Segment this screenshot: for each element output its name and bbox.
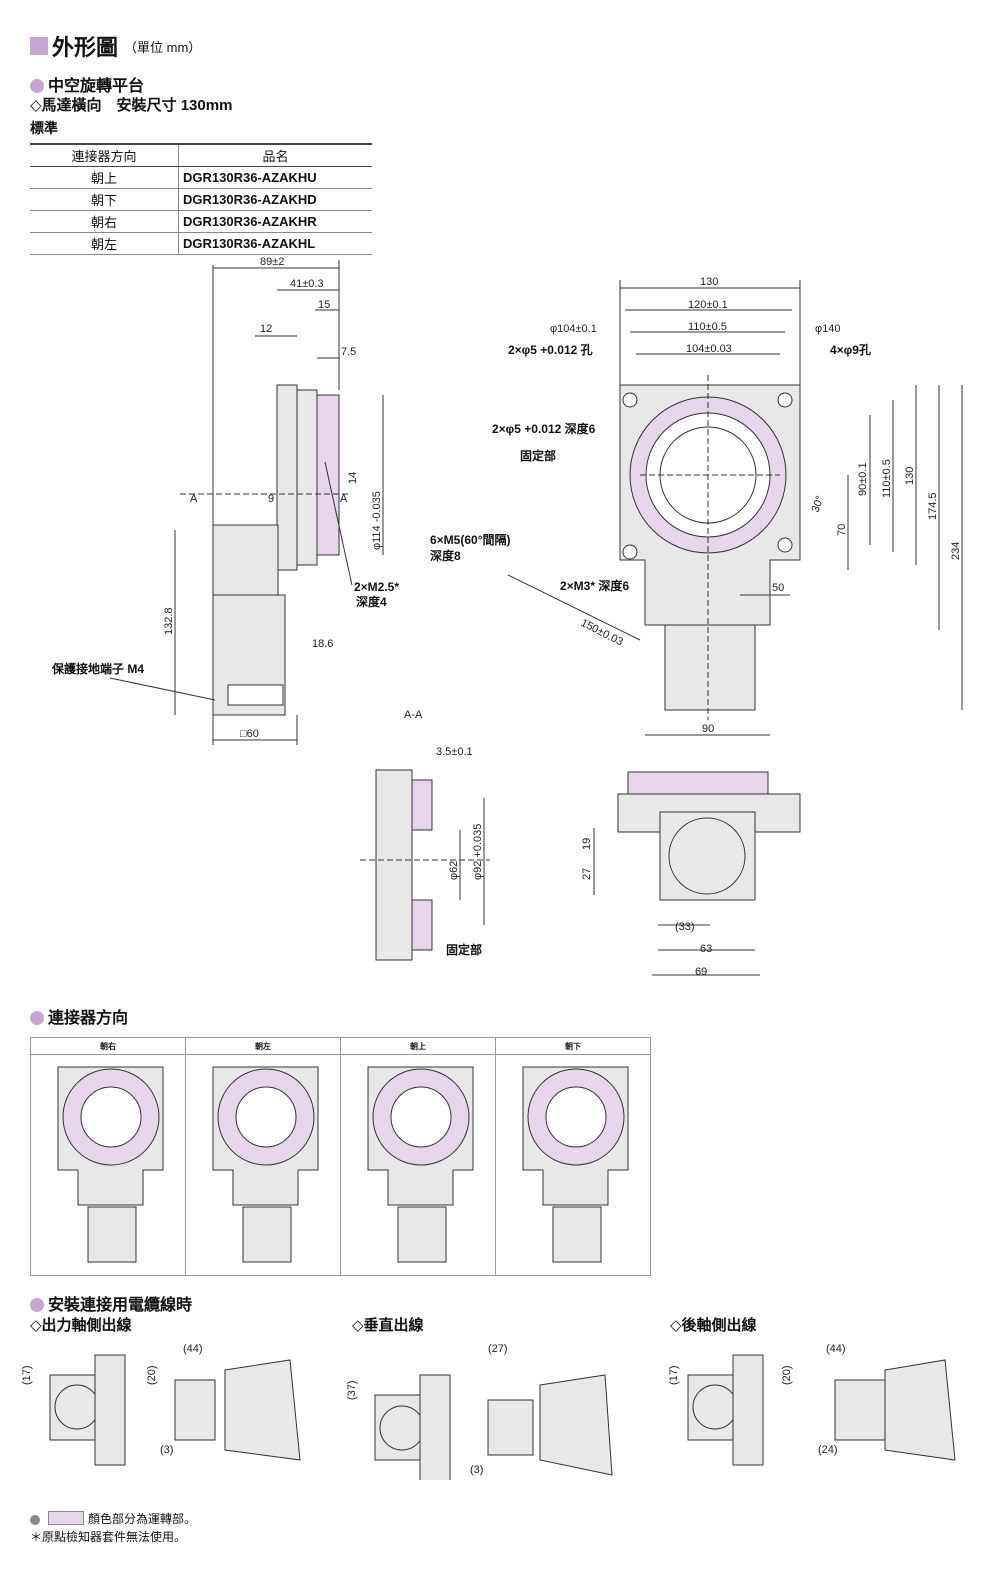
connector-view-right [30,1054,186,1276]
svg-text:18.6: 18.6 [312,638,333,650]
svg-text:(3): (3) [470,1464,483,1476]
col-header-dir: 連接器方向 [30,143,179,167]
motor-subtitle: ◇馬達橫向 安裝尺寸 130mm [30,97,233,114]
svg-text:2×M2.5*: 2×M2.5* [354,580,399,594]
col-header-name: 品名 [178,143,372,167]
svg-text:(27): (27) [488,1343,508,1355]
connector-view-left [185,1054,341,1276]
svg-text:234: 234 [950,542,962,560]
front-motor [664,624,756,711]
svg-text:□60: □60 [240,728,259,740]
section-title-cable: 安裝連接用電纜線時 [30,1291,192,1315]
svg-text:φ140: φ140 [815,323,841,335]
svg-text:(44): (44) [183,1343,203,1355]
svg-text:15: 15 [318,299,330,311]
legend-color-swatch [48,1511,84,1525]
section-title-hollow: 中空旋轉平台 [30,72,144,96]
svg-text:132.8: 132.8 [163,607,175,635]
aa-title: A-A [404,709,423,721]
svg-text:(17): (17) [21,1365,33,1385]
aa-section [375,769,413,961]
svg-text:104±0.03: 104±0.03 [686,343,732,355]
svg-text:φ104±0.1: φ104±0.1 [550,323,597,335]
svg-text:30°: 30° [810,494,827,514]
svg-text:63: 63 [700,943,712,955]
svg-text:深度8: 深度8 [430,548,461,563]
svg-text:(20): (20) [781,1365,793,1385]
connector-view-up [340,1054,496,1276]
svg-text:2×φ5 +0.012 孔: 2×φ5 +0.012 孔 [508,343,593,357]
svg-text:19: 19 [581,838,593,850]
bullet-icon [30,1298,44,1312]
svg-text:12: 12 [260,323,272,335]
dim-89: 89±2 [260,256,284,268]
svg-text:(33): (33) [675,921,695,933]
svg-text:(24): (24) [818,1444,838,1456]
svg-text:(37): (37) [346,1380,358,1400]
svg-text:14: 14 [347,472,359,484]
svg-text:174.5: 174.5 [927,492,939,520]
group-title-output: ◇出力軸側出線 [30,1317,132,1334]
svg-text:69: 69 [695,966,707,978]
svg-text:固定部: 固定部 [520,448,556,463]
svg-text:110±0.5: 110±0.5 [881,459,893,498]
svg-text:2×φ5 +0.012 深度6: 2×φ5 +0.012 深度6 [492,421,596,436]
bottom-rotor [627,771,769,795]
svg-text:90±0.1: 90±0.1 [857,462,869,496]
svg-text:φ92 +0.035: φ92 +0.035 [472,824,484,880]
svg-text:50: 50 [772,582,784,594]
legend: 顏色部分為運轉部。 [30,1510,196,1527]
svg-text:2×M3* 深度6: 2×M3* 深度6 [560,578,629,593]
svg-text:A: A [340,493,348,505]
svg-text:70: 70 [836,524,848,536]
svg-text:A: A [190,493,198,505]
svg-text:130: 130 [904,467,916,485]
svg-text:110±0.5: 110±0.5 [688,321,727,333]
group-title-rear: ◇後軸側出線 [670,1317,757,1334]
svg-text:130: 130 [700,276,718,288]
technical-drawing: 89±2 41±0.3 15 12 7.5 14 φ114 -0.035 9 A… [51,256,963,978]
svg-text:固定部: 固定部 [446,942,482,957]
svg-text:90: 90 [702,723,714,735]
svg-text:(3): (3) [160,1444,173,1456]
svg-text:41±0.3: 41±0.3 [290,278,324,290]
svg-text:4×φ9孔: 4×φ9孔 [830,343,871,357]
svg-text:深度4: 深度4 [356,594,387,609]
svg-text:9: 9 [268,493,274,505]
bullet-icon [30,79,44,93]
svg-text:7.5: 7.5 [341,346,356,358]
legend-bullet-icon [30,1515,40,1525]
page-title: 外形圖 （單位 mm） [30,30,201,62]
svg-text:φ114 -0.035: φ114 -0.035 [371,491,383,550]
ground-terminal-label: 保護接地端子 M4 [51,661,144,676]
svg-text:φ62: φ62 [448,861,460,880]
side-flange [276,384,298,571]
svg-text:(20): (20) [146,1365,158,1385]
connector-direction-table: 朝右 朝左 朝上 朝下 [30,1037,651,1276]
unit-label: （單位 mm） [124,39,202,55]
footnote: ＊原點檢知器套件無法使用。 [30,1530,187,1544]
cable-drawings: (17) (44) (20) (3) (37) (27) (3) (17) (4… [21,1343,956,1480]
group-title-vertical: ◇垂直出線 [352,1317,424,1334]
connector-view-down [495,1054,651,1276]
svg-text:120±0.1: 120±0.1 [688,299,728,311]
svg-text:(44): (44) [826,1343,846,1355]
svg-text:3.5±0.1: 3.5±0.1 [436,746,473,758]
section-title-connector: 連接器方向 [30,1004,128,1028]
standard-label: 標準 [30,120,58,136]
svg-text:27: 27 [581,868,593,880]
title-text: 外形圖 [52,35,119,60]
bullet-icon [30,1011,44,1025]
svg-text:(17): (17) [668,1365,680,1385]
svg-text:6×M5(60°間隔): 6×M5(60°間隔) [430,532,511,547]
title-marker-icon [30,37,48,55]
